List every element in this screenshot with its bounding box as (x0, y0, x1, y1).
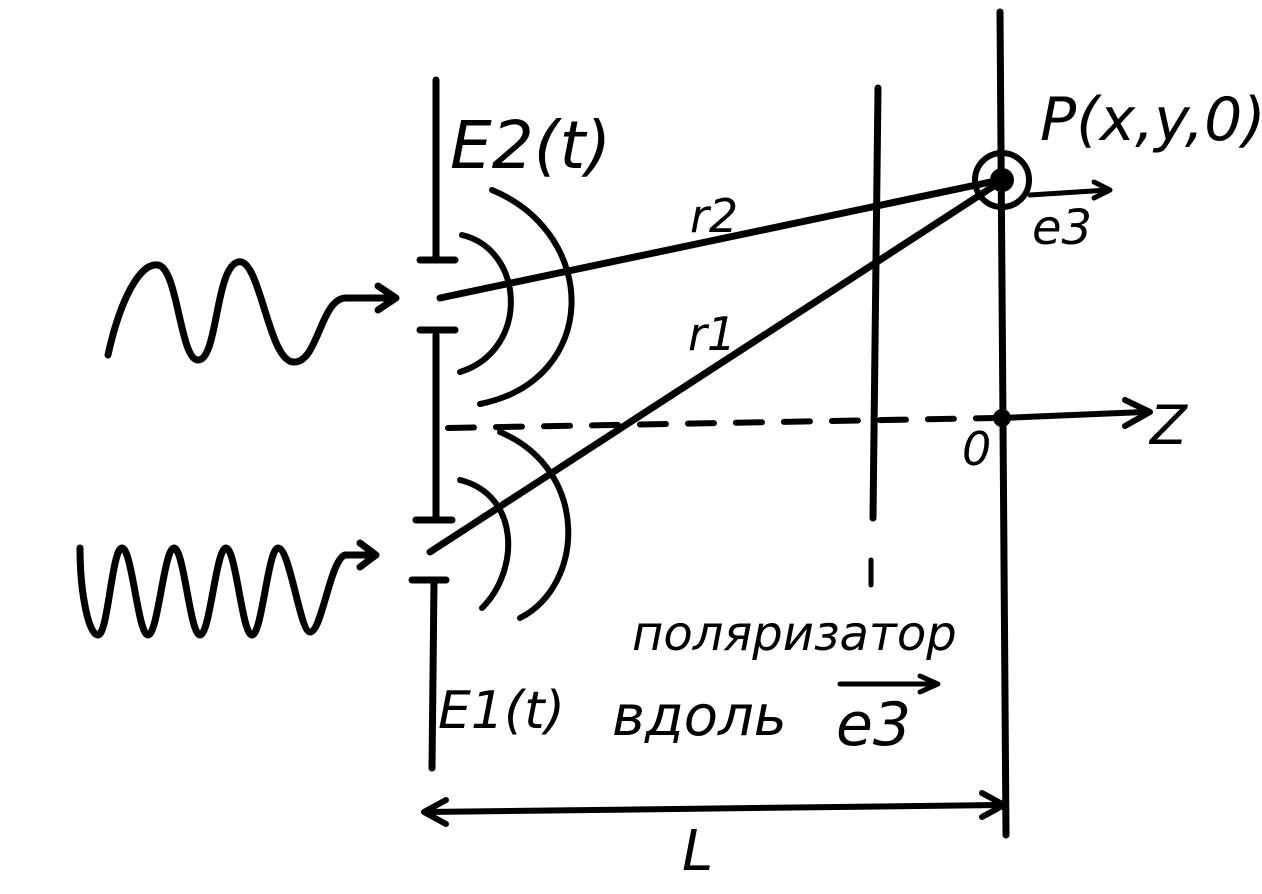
label-e3-bottom: e3 (836, 690, 911, 760)
label-r1: r1 (688, 307, 736, 361)
distance-l-left-arrowhead (421, 797, 449, 827)
e3-vector-top-arrowhead (1091, 179, 1113, 201)
z-axis-arrowhead (1122, 397, 1153, 429)
wavefront-1-outer (497, 429, 572, 621)
optical-axis-dashed (445, 415, 998, 431)
e3-vector-bottom-arrowhead (917, 673, 941, 695)
wavefront-2-inner (457, 232, 514, 375)
wave-1-arrowhead (356, 539, 380, 571)
z-axis-line (999, 409, 1148, 421)
label-e2: E2(t) (450, 107, 611, 184)
distance-l-line (423, 802, 1003, 815)
label-r2: r2 (690, 189, 738, 243)
e3-vector-top (1027, 187, 1111, 198)
label-polarizer-line1: поляризатор (632, 606, 957, 662)
wavefront-2-outer (477, 187, 575, 407)
origin-dot (993, 409, 1011, 427)
label-e1: E1(t) (438, 681, 565, 741)
label-point-p: P(x,y,0) (1040, 85, 1262, 155)
label-distance-l: L (682, 819, 713, 884)
screen-wall-bottom (428, 578, 438, 772)
incoming-wave-2 (104, 258, 396, 366)
incoming-wave-1 (76, 544, 376, 639)
ray-r2 (436, 176, 1004, 302)
point-p-dot (990, 168, 1014, 192)
label-polarizer-line2: вдоль (612, 684, 787, 749)
polarizer-line (869, 84, 882, 522)
wavefront-1-inner (457, 477, 512, 611)
label-origin: 0 (962, 422, 991, 476)
label-z-axis: Z (1148, 394, 1188, 457)
wave-2-arrowhead (374, 282, 400, 314)
distance-l-right-arrowhead (979, 790, 1007, 820)
point-p-ring (972, 150, 1032, 210)
label-e3-top: e3 (1032, 200, 1092, 256)
ray-r1 (426, 178, 1004, 556)
